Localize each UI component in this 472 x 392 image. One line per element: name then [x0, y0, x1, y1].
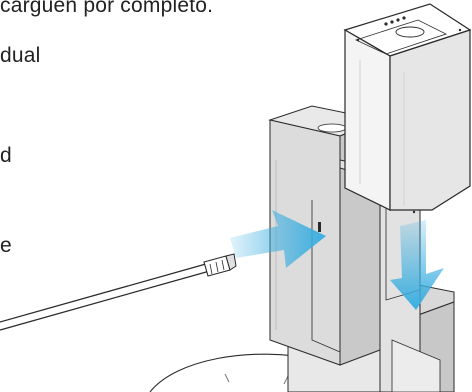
power-cable — [0, 254, 236, 326]
battery-pack — [345, 4, 470, 213]
